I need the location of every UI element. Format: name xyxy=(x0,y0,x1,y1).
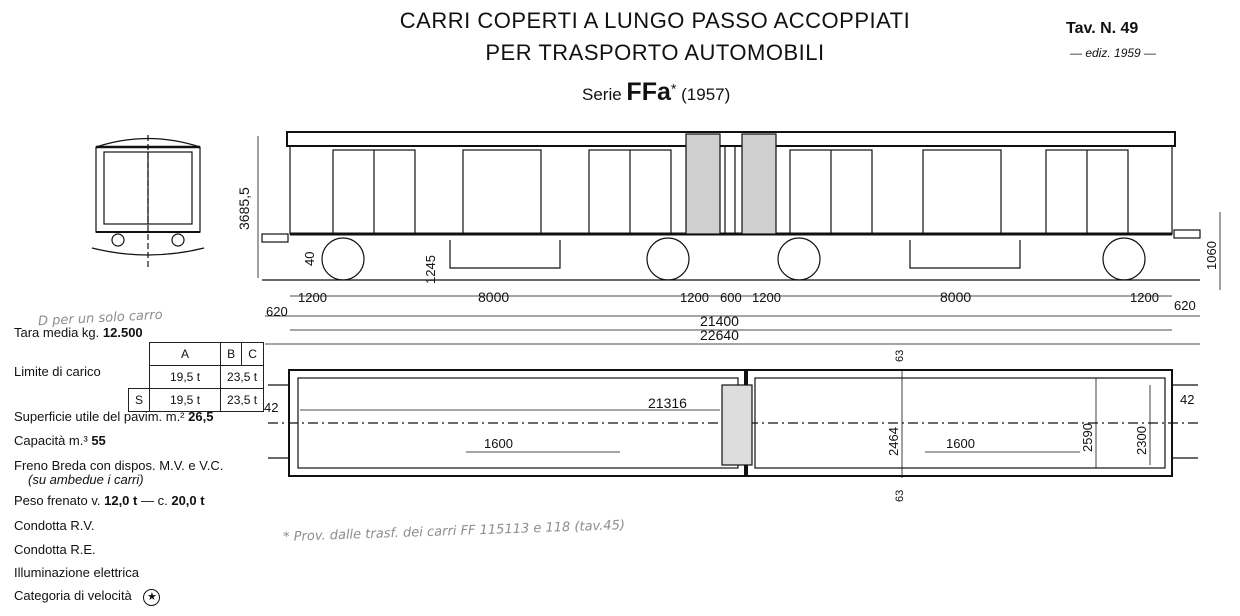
dim-42-right: 42 xyxy=(1180,392,1194,407)
spec-capacita: Capacità m.³ 55 xyxy=(14,433,106,448)
limite-row2-bc: 23,5 t xyxy=(220,388,265,412)
serie-star: * xyxy=(670,81,677,98)
end-view xyxy=(91,135,205,270)
spec-tara: Tara media kg. 12.500 xyxy=(14,325,143,340)
limite-header-a: A xyxy=(149,342,222,366)
serie-code: FFa xyxy=(626,78,671,106)
dim-1600-left: 1600 xyxy=(484,436,513,451)
dim-63-bottom: 63 xyxy=(894,490,906,502)
dimension-lines xyxy=(257,136,1221,478)
peso-sep: — c. xyxy=(140,493,168,508)
dim-1200-c: 1200 xyxy=(752,290,781,305)
dim-8000-a: 8000 xyxy=(478,289,509,305)
spec-categoria: Categoria di velocità ★ xyxy=(14,588,161,606)
dim-1600-right: 1600 xyxy=(946,436,975,451)
peso-label: Peso frenato v. xyxy=(14,493,101,508)
dim-63-top: 63 xyxy=(894,350,906,362)
side-view xyxy=(261,131,1201,281)
dim-floor-height: 1245 xyxy=(423,255,438,284)
dim-2464: 2464 xyxy=(886,427,901,456)
dim-overhang-left: 620 xyxy=(266,304,288,319)
capacita-value: 55 xyxy=(91,433,106,448)
superficie-value: 26,5 xyxy=(188,409,214,424)
dim-1200-a: 1200 xyxy=(298,290,327,305)
speed-category-icon: ★ xyxy=(143,589,161,606)
capacita-label: Capacità m.³ xyxy=(14,433,88,448)
limite-header-c: C xyxy=(241,342,265,366)
dim-height-body: 3685,5 xyxy=(236,187,252,230)
dim-2590: 2590 xyxy=(1080,423,1095,452)
limite-label: Limite di carico xyxy=(14,364,101,379)
dim-wheel-offset: 40 xyxy=(302,252,317,266)
dim-2300: 2300 xyxy=(1134,426,1149,455)
dim-42-left: 42 xyxy=(264,400,278,415)
title-line-1: CARRI COPERTI A LUNGO PASSO ACCOPPIATI xyxy=(399,8,911,33)
dim-overhang-right: 620 xyxy=(1174,298,1196,313)
tara-label: Tara media kg. xyxy=(14,325,100,340)
limite-row-s: S xyxy=(127,388,151,412)
dim-8000-b: 8000 xyxy=(940,289,971,305)
categoria-label: Categoria di velocità xyxy=(14,588,132,603)
peso-v: 12,0 t xyxy=(104,493,138,508)
freno-line-2: (su ambedue i carri) xyxy=(28,472,144,487)
condotta-re: Condotta R.E. xyxy=(14,542,96,557)
freno-line-1: Freno Breda con dispos. M.V. e V.C. xyxy=(14,458,224,473)
dim-1200-b: 1200 xyxy=(680,290,709,305)
spec-peso: Peso frenato v. 12,0 t — c. 20,0 t xyxy=(14,493,205,508)
peso-c: 20,0 t xyxy=(171,493,205,508)
limite-row1-a: 19,5 t xyxy=(149,365,222,389)
dim-21316: 21316 xyxy=(648,395,687,411)
condotta-rv: Condotta R.V. xyxy=(14,518,95,533)
limite-table: A B C 19,5 t 23,5 t S 19,5 t 23,5 t xyxy=(127,342,265,412)
limite-header-b: B xyxy=(220,342,243,366)
superficie-label: Superficie utile del pavim. m.² xyxy=(14,409,185,424)
serie-word: Serie xyxy=(582,85,622,104)
dim-600: 600 xyxy=(720,290,742,305)
table-number: Tav. N. 49 xyxy=(1066,20,1139,37)
edition: — ediz. 1959 — xyxy=(1070,46,1157,60)
title-line-2: PER TRASPORTO AUTOMOBILI xyxy=(485,40,825,65)
limite-row2-a: 19,5 t xyxy=(149,388,222,412)
dim-1200-d: 1200 xyxy=(1130,290,1159,305)
plan-view xyxy=(268,369,1200,477)
spec-superficie: Superficie utile del pavim. m.² 26,5 xyxy=(14,409,213,424)
serie-year: (1957) xyxy=(681,85,731,104)
limite-row1-bc: 23,5 t xyxy=(220,365,265,389)
dim-buffer-height: 1060 xyxy=(1204,241,1219,270)
serie-label: Serie FFa* (1957) xyxy=(582,78,730,107)
dim-length-22640: 22640 xyxy=(700,327,739,343)
illuminazione: Illuminazione elettrica xyxy=(14,565,140,580)
dim-length-21400: 21400 xyxy=(700,313,739,329)
tara-value: 12.500 xyxy=(102,325,143,340)
